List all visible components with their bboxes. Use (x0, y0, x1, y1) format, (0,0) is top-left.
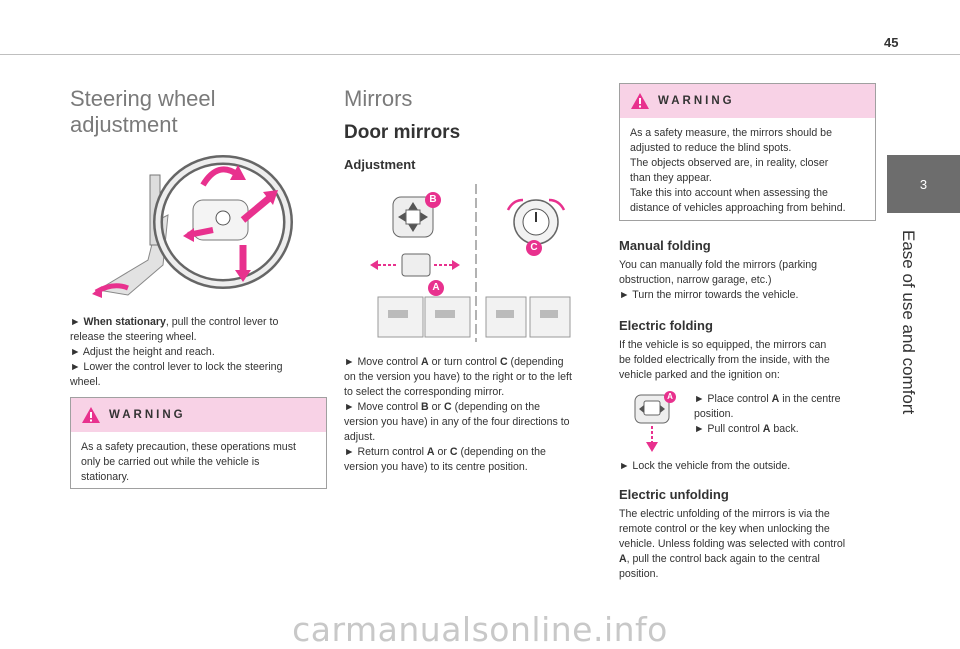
warning-triangle-icon (82, 407, 100, 423)
manual-folding-text: You can manually fold the mirrors (parki… (619, 259, 818, 301)
steering-instructions: ► When stationary, pull the control leve… (70, 316, 283, 388)
heading-electric-folding: Electric folding (619, 318, 713, 333)
electric-folding-text: If the vehicle is so equipped, the mirro… (619, 339, 830, 381)
section-title-steering: Steering wheel adjustment (70, 86, 216, 137)
mirror-controls-illustration (370, 184, 571, 342)
badge-c: C (526, 240, 542, 256)
warning-box-mirrors: WARNING As a safety measure, the mirrors… (619, 83, 876, 221)
header-rule (0, 54, 960, 55)
chapter-tab[interactable]: 3 (887, 155, 960, 213)
heading-manual-folding: Manual folding (619, 238, 711, 253)
chapter-title: Ease of use and comfort (899, 230, 918, 415)
lock-step: ► Lock the vehicle from the outside. (619, 460, 791, 472)
heading-electric-unfolding: Electric unfolding (619, 487, 729, 502)
subtitle-door-mirrors: Door mirrors (344, 122, 461, 143)
page-number: 45 (884, 35, 899, 50)
electric-unfolding-text: The electric unfolding of the mirrors is… (619, 508, 846, 580)
warning-triangle-icon (631, 93, 649, 109)
warning-box-steering: WARNING As a safety precaution, these op… (70, 397, 327, 489)
section-adjustment: Adjustment (344, 157, 416, 172)
watermark: carmanualsonline.info (292, 610, 668, 649)
electric-folding-steps: ► Place control A in the centre position… (694, 393, 841, 435)
fold-control-illustration (634, 394, 670, 452)
section-title-mirrors: Mirrors (344, 86, 413, 111)
badge-b: B (425, 192, 441, 208)
badge-a: A (428, 280, 444, 296)
steering-wheel-illustration (92, 155, 293, 298)
mirror-adjust-instructions: ► Move control A or turn control C (depe… (344, 356, 572, 473)
badge-fold-a: A (664, 391, 676, 403)
